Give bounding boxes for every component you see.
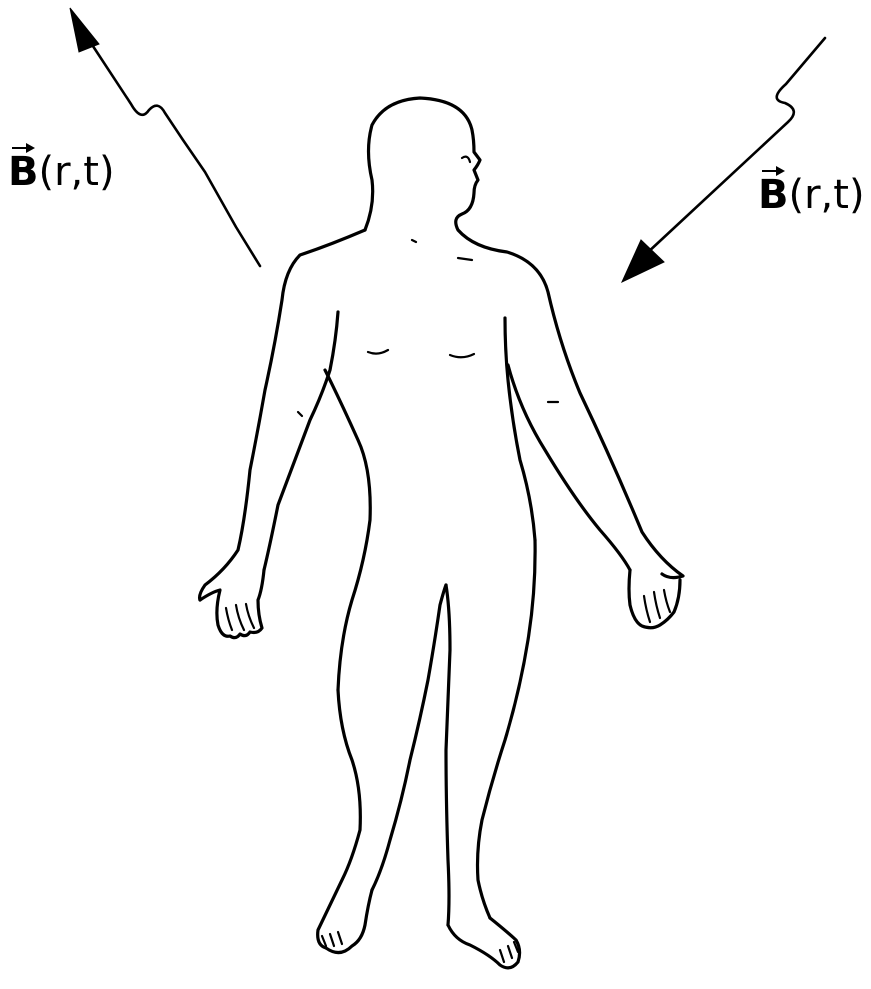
chest-right-detail (450, 354, 474, 357)
field-label-right: B(r,t) (758, 175, 865, 215)
right-inner-arm (508, 365, 630, 570)
left-torso-side (325, 370, 370, 690)
chest-left-detail (368, 350, 388, 354)
outgoing-field-arrow (70, 8, 260, 266)
right-leg-inner (446, 585, 450, 925)
outgoing-arrowhead-icon (70, 8, 99, 52)
right-leg-outer (478, 540, 536, 918)
incoming-field-arrow (622, 38, 825, 282)
left-fingers-detail (226, 604, 254, 630)
left-leg-outer (318, 690, 361, 948)
field-label-left: B(r,t) (8, 152, 115, 192)
field-symbol-left: B (8, 152, 39, 192)
right-foot (448, 918, 520, 968)
incoming-arrowhead-icon (622, 240, 664, 282)
ear-detail (462, 157, 470, 162)
elbow-left-detail (298, 412, 302, 416)
left-inner-arm (264, 312, 338, 570)
human-body-figure (200, 98, 683, 968)
right-fingers-detail (644, 590, 670, 622)
right-toes-detail (500, 942, 518, 962)
field-args-right: (r,t) (789, 172, 865, 218)
collar-detail (412, 240, 472, 260)
left-toes-detail (322, 932, 342, 946)
field-args-left: (r,t) (39, 149, 115, 195)
left-arm-outline (200, 230, 365, 600)
incoming-wave-line (646, 38, 825, 254)
left-leg-inner (372, 585, 446, 890)
body-outline (365, 98, 683, 578)
right-torso-side (505, 318, 535, 540)
field-symbol-right: B (758, 175, 789, 215)
